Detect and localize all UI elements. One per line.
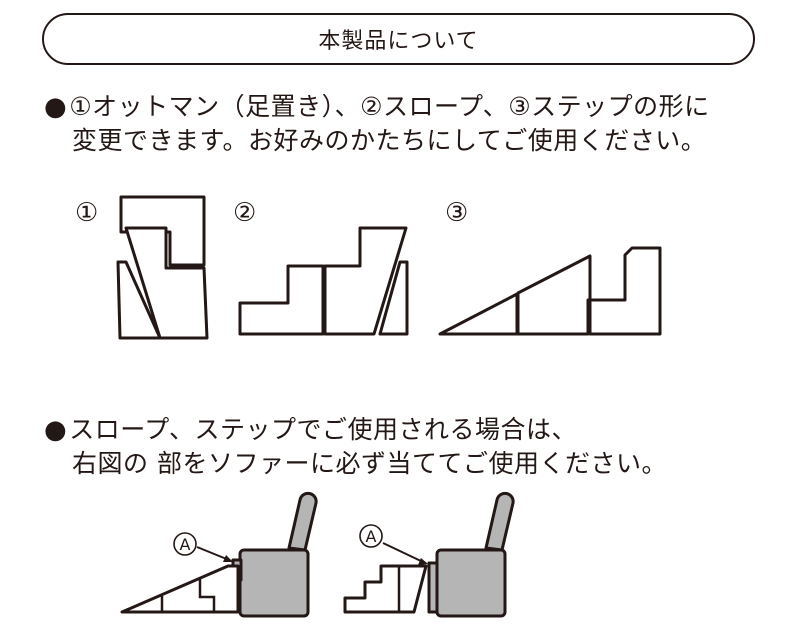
section-title: 本製品について — [42, 13, 755, 65]
marker-a-label: A — [180, 535, 191, 554]
marker-a-label-2: A — [366, 527, 377, 546]
figure-number-1: ① — [75, 198, 99, 228]
paragraph-1-line-1: ①オットマン（足置き）、②スロープ、③ステップの形に — [69, 92, 710, 121]
sofa-body-2 — [435, 548, 507, 618]
slope-right-block — [588, 246, 662, 336]
step-against-sofa-figure: A — [343, 491, 515, 618]
arrow-icon-2 — [418, 558, 428, 565]
slope-piece — [120, 564, 240, 614]
figure-number-2: ② — [233, 198, 257, 228]
paragraph-2-line-1: スロープ、ステップでご使用される場合は、 — [69, 415, 577, 444]
step-figure — [238, 226, 409, 336]
arrow-icon — [223, 555, 233, 562]
paragraph-2-line-2: 右図の 部をソファーに必ず当ててご使用ください。 — [72, 449, 667, 478]
slope-middle-wedge — [516, 254, 592, 336]
marker-a-circle — [173, 532, 197, 556]
bullet-icon-2: ● — [44, 415, 68, 445]
sofa-backrest — [287, 491, 318, 552]
step-end-block — [378, 260, 409, 336]
step-lower-block — [238, 264, 325, 336]
ottoman-wedge — [124, 226, 209, 340]
figure-number-3: ③ — [445, 198, 469, 228]
sofa-backrest-2 — [484, 491, 515, 552]
sofa-body — [238, 548, 310, 618]
slope-seam — [160, 579, 216, 612]
slope-figure — [438, 246, 662, 336]
ottoman-figure — [116, 195, 209, 340]
instruction-paragraph-1: ●①オットマン（足置き）、②スロープ、③ステップの形に 変更できます。お好みのか… — [44, 90, 710, 158]
step-middle-block — [323, 226, 408, 336]
slope-against-sofa-figure: A — [120, 491, 318, 618]
marker-a-circle-2 — [359, 524, 383, 548]
step-piece — [343, 564, 428, 614]
paragraph-1-line-2: 変更できます。お好みのかたちにしてご使用ください。 — [72, 126, 707, 155]
contact-point-a-2 — [427, 561, 439, 614]
bullet-icon: ● — [44, 92, 68, 122]
instruction-paragraph-2: ●スロープ、ステップでご使用される場合は、 右図の 部をソファーに必ず当ててご使… — [44, 413, 667, 481]
section-title-text: 本製品について — [318, 29, 479, 54]
